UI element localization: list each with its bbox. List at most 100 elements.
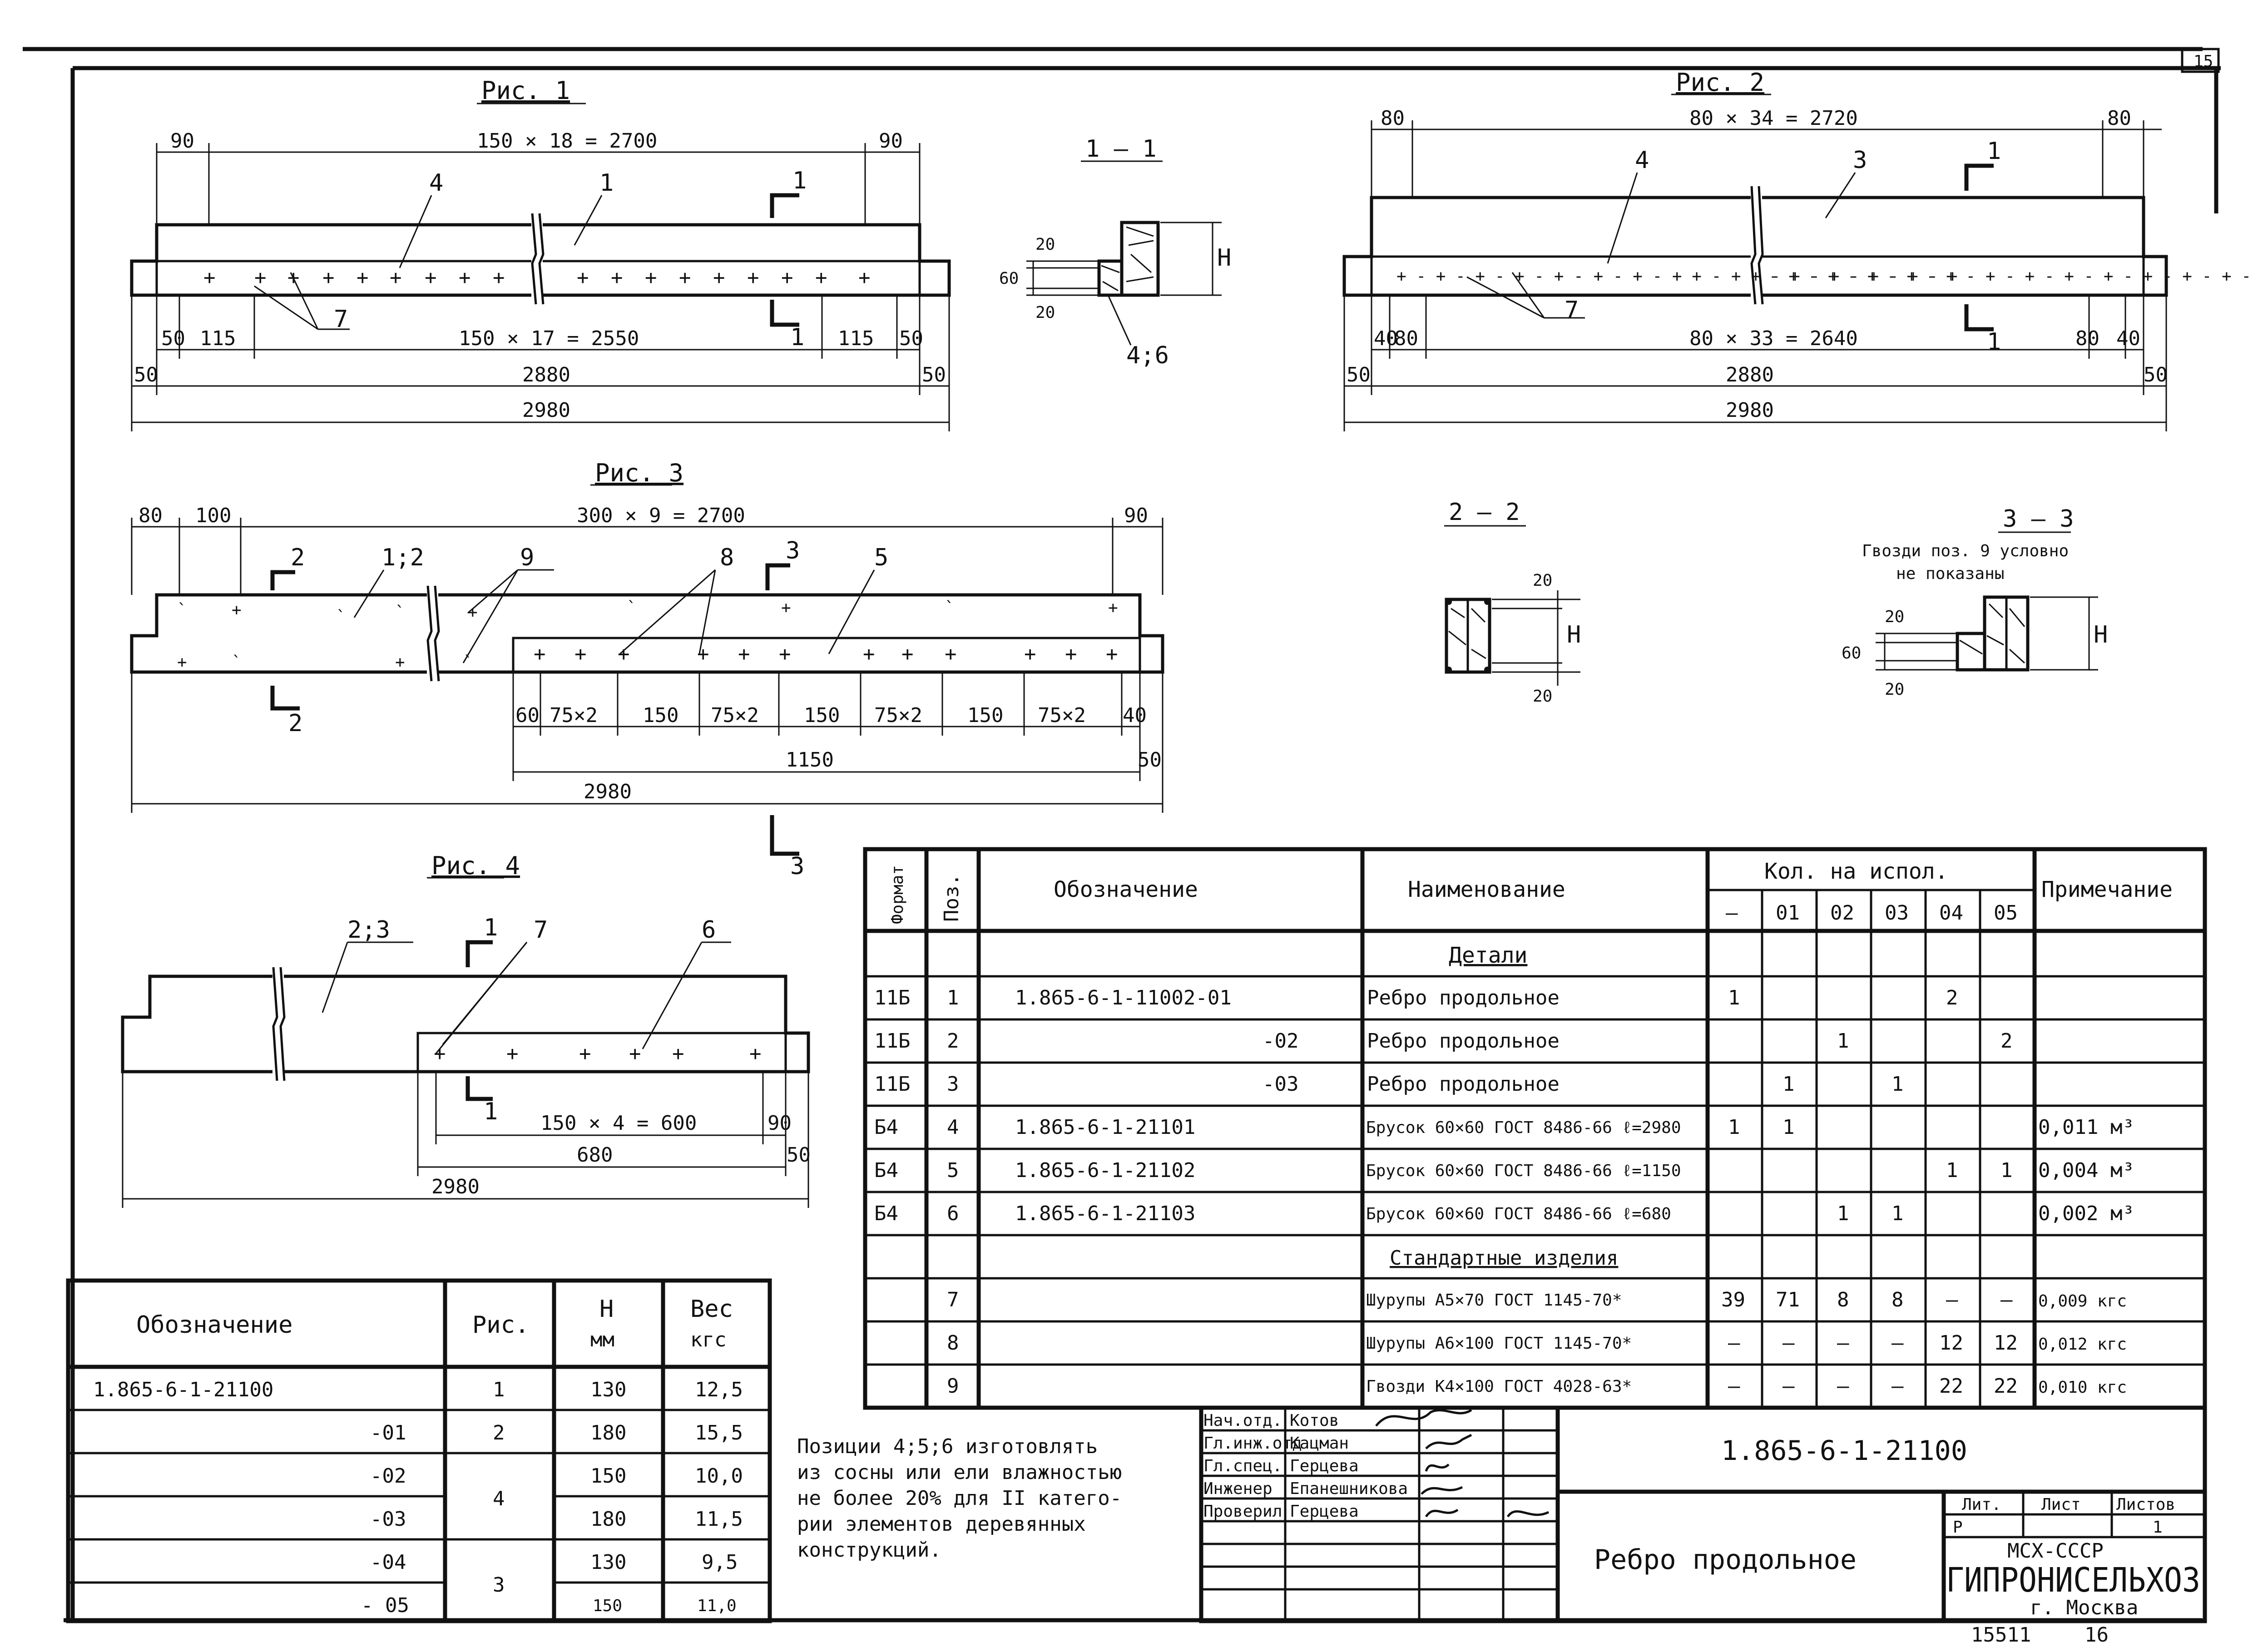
svg-text:- + - + - + - + - + - + - + -: - + - + - + - + - + - + - + - + - + - + … [1769,267,2253,286]
svg-text:+: + [254,266,267,289]
specification-table: Формат Поз. Обозначение Наименование Кол… [863,847,2207,1410]
fig3-seg-6: 150 [967,704,1003,727]
fig1-pos7: 7 [334,306,348,333]
svg-text:+: + [468,603,478,622]
fig2-dim-50l: 50 [1347,363,1371,386]
svg-text:+: + [645,266,657,289]
sec33-note1: Гвозди поз. 9 условно [1862,542,2069,560]
svg-text:+: + [749,1042,762,1065]
spec-r5-name: Брусок 60×60 ГОСТ 8486-66 ℓ=680 [1366,1205,1671,1223]
spec-s0-note: 0,009 кгс [2038,1292,2127,1311]
svg-text:+: + [697,643,709,666]
exec-r2-fig: 4 [493,1487,505,1510]
fig3-seg-1: 75×2 [550,704,598,727]
fig3-seg-3: 75×2 [711,704,759,727]
exec-h-des: Обозначение [136,1311,292,1339]
sec22-h: H [1567,621,1581,648]
tb-name-2: Герцева [1290,1457,1359,1475]
spec-r5-note: 0,002 м³ [2038,1202,2134,1225]
svg-text:`: ` [627,598,637,617]
fig3-seg-0: 60 [515,704,540,727]
fig3-dim-2980: 2980 [584,780,632,803]
exec-r0-h: 130 [590,1378,626,1401]
tb-lit-label: Лит. [1962,1495,2001,1514]
figure-3: Рис. 3 80 100 300 × 9 = 2700 90 `+ `` +`… [130,459,1164,880]
svg-text:+: + [945,643,957,666]
fig2-b-d: 40 [2116,327,2140,350]
fig4-cut-top: 1 [484,914,498,941]
tb-code: 1.865-6-1-21100 [1721,1435,1967,1467]
svg-text:+: + [815,266,827,289]
spec-s1-note: 0,012 кгс [2038,1335,2127,1354]
svg-text:+: + [611,266,623,289]
spec-r1-q2: 1 [1837,1029,1849,1053]
fig4-pos6: 6 [702,916,716,944]
exec-r4-h: 130 [590,1551,626,1574]
spec-r4-q4: 1 [1946,1159,1958,1182]
fig2-b-mid: 80 × 33 = 2640 [1689,327,1858,350]
spec-r4-pos: 5 [947,1159,959,1182]
tb-name-3: Епанешникова [1290,1479,1408,1498]
spec-s2-q3: – [1892,1375,1904,1398]
note-line-1: из сосны или ели влажностью [797,1461,1122,1484]
spec-r4-des: 1.865-6-1-21102 [1015,1159,1195,1182]
exec-h-h: H [599,1296,614,1323]
spec-r3-pos: 4 [947,1116,959,1139]
note-line-2: не более 20% для II катего- [797,1487,1122,1510]
fig1-dim-2880: 2880 [522,363,570,386]
exec-h-fig: Рис. [472,1311,529,1339]
svg-text:+ - + - + - + - + - + - + - +: + - + - + - + - + - + - + - + + - + + - … [1396,267,1957,286]
sec22-title: 2 — 2 [1449,499,1520,526]
spec-s2-q0: – [1728,1375,1740,1398]
exec-h-hunit: мм [590,1328,614,1351]
tb-sheet-label: Лист [2041,1495,2081,1514]
sec11-pos: 4;6 [1126,342,1169,369]
spec-r2-name: Ребро продольное [1367,1073,1560,1096]
svg-text:+: + [232,601,242,619]
fig2-title: Рис. 2 [1676,68,1764,97]
note-line-0: Позиции 4;5;6 изготовлять [797,1435,1098,1458]
tb-org3: г. Москва [2030,1596,2138,1619]
spec-h-format: Формат [888,865,907,924]
svg-text:+: + [781,266,793,289]
fig1-screws: +++ +++ +++ +++ +++ +++ [203,266,871,289]
figure-2: Рис. 2 80 80 × 34 = 2720 80 + - + - + - … [1342,68,2253,431]
spec-r3-note: 0,011 м³ [2038,1116,2134,1139]
sec11-60: 60 [999,269,1019,288]
svg-text:+: + [738,643,750,666]
spec-r3-q0: 1 [1728,1116,1740,1139]
fig3-seg-4: 150 [804,704,840,727]
spec-r3-fmt: Б4 [874,1116,898,1139]
spec-exec-4: 04 [1939,901,1963,925]
svg-text:+: + [1106,643,1118,666]
spec-exec-2: 02 [1830,901,1854,925]
tb-name-1: Кацман [1290,1434,1349,1453]
spec-s1-pos: 8 [947,1331,959,1355]
spec-s2-name: Гвозди К4×100 ГОСТ 4028-63* [1366,1377,1632,1396]
manufacturing-note: Позиции 4;5;6 изготовлять из сосны или е… [797,1435,1122,1562]
fig3-dim-b: 100 [195,504,231,527]
spec-s0-q3: 8 [1892,1288,1904,1311]
tb-role-4: Проверил [1203,1502,1282,1521]
spec-r0-q4: 2 [1946,986,1958,1009]
sec11-20a: 20 [1035,235,1055,254]
spec-r4-q5: 1 [2000,1159,2013,1182]
spec-h-name: Наименование [1408,877,1565,902]
svg-text:+: + [672,1042,684,1065]
fig3-bar [512,637,1141,673]
fig3-dim-50: 50 [1138,748,1162,772]
fig2-pos3: 3 [1853,147,1867,174]
tb-role-1: Гл.инж.отд [1203,1434,1302,1453]
svg-text:+: + [1024,643,1036,666]
fig2-cut-top: 1 [1987,138,2001,165]
spec-r5-fmt: Б4 [874,1202,898,1225]
svg-text:`: ` [395,603,405,622]
spec-r5-q3: 1 [1892,1202,1904,1225]
spec-exec-5: 05 [1994,901,2018,925]
svg-text:+: + [434,1042,446,1065]
sec11-20b: 20 [1035,303,1055,322]
spec-r5-q2: 1 [1837,1202,1849,1225]
fig4-dim-680: 680 [577,1143,613,1167]
svg-text:`: ` [336,608,346,626]
exec-r1-h: 180 [590,1421,626,1444]
